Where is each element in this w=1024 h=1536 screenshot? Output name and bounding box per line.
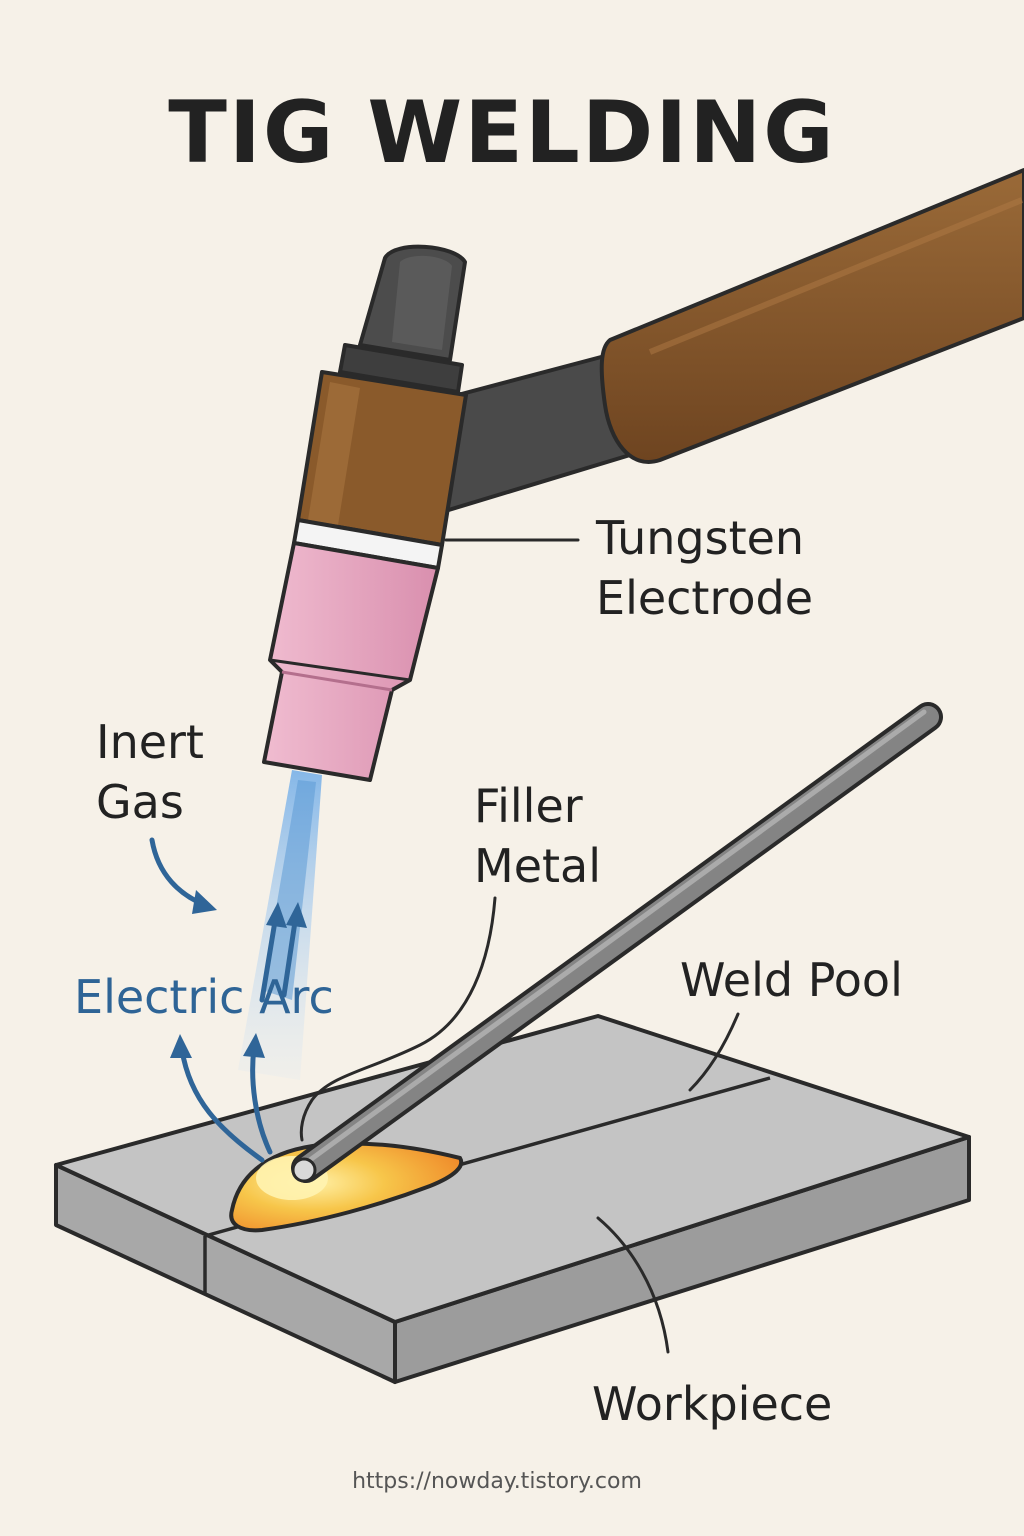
ceramic-nozzle bbox=[262, 541, 440, 782]
arc-arrow-2 bbox=[281, 912, 299, 998]
filler-leader bbox=[299, 896, 497, 1142]
workpiece-leader bbox=[596, 1216, 670, 1354]
inert-gas-label-line2: Gas bbox=[96, 775, 184, 829]
torch-head bbox=[292, 244, 468, 570]
tungsten-electrode-label-line1: Tungsten bbox=[595, 511, 804, 565]
leader-lines bbox=[299, 538, 740, 1354]
arc-arrow-3 bbox=[179, 1047, 265, 1163]
weld-pool-label: Weld Pool bbox=[680, 953, 903, 1007]
gas-flow-arrows bbox=[149, 837, 307, 1163]
workpiece bbox=[54, 1014, 971, 1384]
filler-metal-label-line1: Filler bbox=[474, 779, 583, 833]
inert-gas-arrowhead bbox=[192, 890, 217, 914]
arc-arrowhead-1 bbox=[266, 902, 287, 928]
filler-metal-rod bbox=[291, 702, 943, 1183]
torch-cable bbox=[418, 168, 1024, 514]
workpiece-label: Workpiece bbox=[592, 1377, 832, 1431]
filler-rod-tip bbox=[291, 1157, 317, 1183]
electric-arc-label: Electric Arc bbox=[74, 970, 334, 1024]
page-title: TIG WELDING bbox=[168, 83, 836, 183]
torch-cable-sheath bbox=[599, 168, 1024, 464]
workpiece-top-face bbox=[54, 1014, 971, 1324]
tungsten-electrode-label-line2: Electrode bbox=[596, 571, 813, 625]
arc-arrow-1 bbox=[259, 912, 279, 1003]
arc-arrowhead-3 bbox=[170, 1034, 192, 1058]
arc-arrowhead-4 bbox=[243, 1033, 265, 1058]
filler-metal-label-line2: Metal bbox=[474, 839, 601, 893]
arc-arrowhead-2 bbox=[286, 902, 307, 928]
arc-arrow-4 bbox=[250, 1045, 273, 1155]
inert-gas-label-line1: Inert bbox=[96, 715, 204, 769]
weld-pool-leader bbox=[688, 1012, 740, 1092]
footer-url: https://nowday.tistory.com bbox=[352, 1469, 642, 1494]
